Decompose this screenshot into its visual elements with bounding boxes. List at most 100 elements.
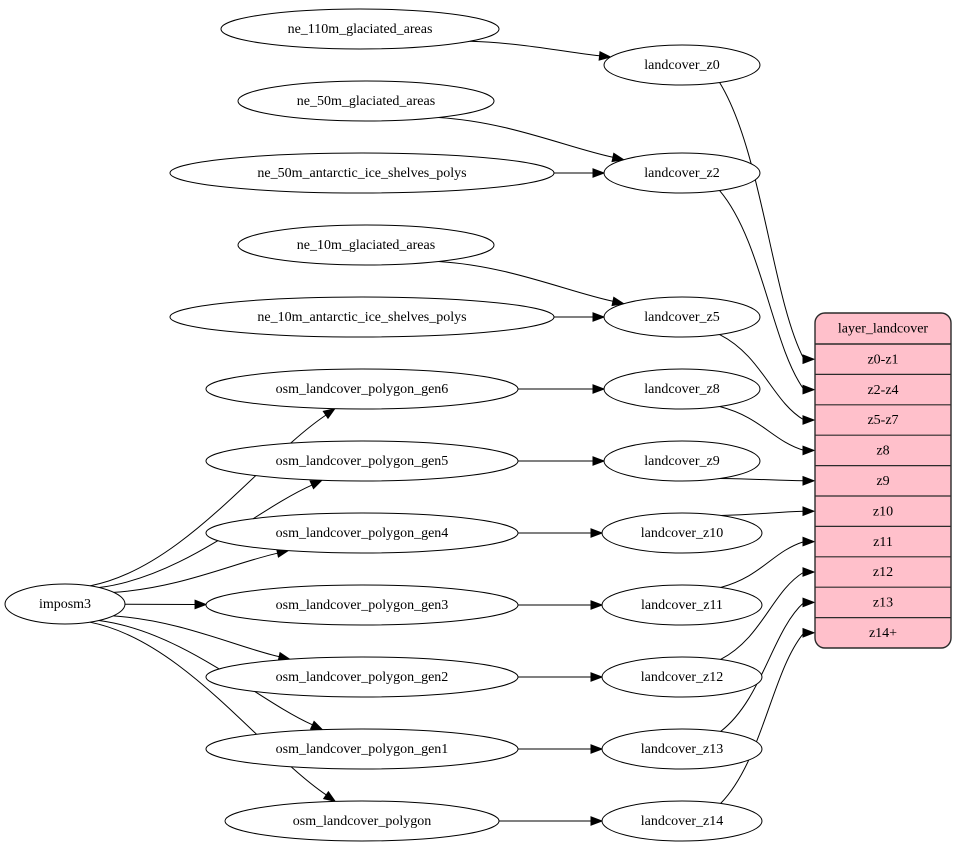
node-ne_10m_antarctic_ice_shelves_polys[interactable]: ne_10m_antarctic_ice_shelves_polys — [169, 296, 555, 338]
node-landcover_z10-label: landcover_z10 — [641, 526, 723, 541]
edge-osm_landcover_polygon_gen3-to-landcover_z11 — [518, 600, 604, 610]
node-landcover_z11[interactable]: landcover_z11 — [601, 584, 763, 626]
edge-line — [719, 334, 805, 421]
table-row-z14+[interactable]: z14+ — [815, 616, 951, 648]
node-ne_10m_antarctic_ice_shelves_polys-shape — [169, 296, 555, 338]
node-landcover_z11-shape — [601, 584, 763, 626]
node-osm_landcover_polygon_gen1-label: osm_landcover_polygon_gen1 — [276, 742, 449, 757]
table-row-z10[interactable]: z10 — [815, 495, 951, 526]
edge-arrowhead-icon — [802, 506, 816, 517]
node-landcover_z2-label: landcover_z2 — [644, 166, 719, 181]
edge-line — [99, 484, 313, 589]
edge-line — [89, 621, 327, 796]
node-landcover_z8[interactable]: landcover_z8 — [603, 368, 761, 410]
node-landcover_z12-label: landcover_z12 — [641, 670, 723, 685]
edge-arrowhead-icon — [194, 599, 208, 610]
node-landcover_z10-shape — [601, 512, 763, 554]
node-layer: imposm3 ne_110m_glaciated_areas ne_50m_gla… — [4, 8, 763, 842]
edge-arrowhead-icon — [590, 744, 604, 754]
edge-line — [720, 602, 805, 732]
edge-arrowhead-icon — [592, 456, 606, 466]
node-landcover_z12[interactable]: landcover_z12 — [601, 656, 763, 698]
edge-arrowhead-icon — [590, 816, 604, 826]
edge-imposm3-to-osm_landcover_polygon_gen6 — [90, 407, 336, 587]
node-landcover_z0[interactable]: landcover_z0 — [603, 44, 761, 86]
node-osm_landcover_polygon[interactable]: osm_landcover_polygon — [224, 800, 500, 842]
node-landcover_z2[interactable]: landcover_z2 — [603, 152, 761, 194]
node-ne_110m_glaciated_areas-label: ne_110m_glaciated_areas — [288, 22, 433, 37]
table-row-z2-z4[interactable]: z2-z4 — [815, 373, 951, 404]
table-row-label: z11 — [873, 535, 893, 550]
node-landcover_z0-shape — [603, 44, 761, 86]
edge-ne_10m_antarctic_ice_shelves_polys-to-landcover_z5 — [554, 312, 606, 322]
edge-landcover_z14-to-layer_landcover_row_9 — [720, 627, 816, 804]
edge-landcover_z8-to-layer_landcover_row_3 — [719, 406, 816, 456]
node-osm_landcover_polygon_gen1[interactable]: osm_landcover_polygon_gen1 — [205, 728, 519, 770]
node-landcover_z5[interactable]: landcover_z5 — [603, 296, 761, 338]
table-row-z9[interactable]: z9 — [815, 465, 951, 496]
node-landcover_z14[interactable]: landcover_z14 — [601, 800, 763, 842]
node-landcover_z13[interactable]: landcover_z13 — [601, 728, 763, 770]
table-row-label: z14+ — [869, 626, 897, 641]
edge-arrowhead-icon — [592, 312, 606, 322]
edge-line — [720, 510, 805, 516]
table-row-label: z2-z4 — [867, 383, 898, 398]
edge-line — [720, 632, 805, 804]
edge-arrowhead-icon — [611, 296, 626, 307]
edge-line — [113, 615, 280, 658]
edge-ne_50m_antarctic_ice_shelves_polys-to-landcover_z2 — [554, 168, 606, 178]
edge-arrowhead-icon — [802, 627, 816, 638]
node-imposm3[interactable]: imposm3 — [4, 583, 126, 625]
node-ne_50m_antarctic_ice_shelves_polys-shape — [169, 152, 555, 194]
node-landcover_z9[interactable]: landcover_z9 — [603, 440, 761, 482]
node-ne_50m_glaciated_areas-shape — [237, 80, 495, 122]
table-row-z11[interactable]: z11 — [815, 525, 951, 556]
edge-arrowhead-icon — [309, 479, 324, 490]
table-row-z0-z1[interactable]: z0-z1 — [815, 344, 951, 374]
node-ne_50m_glaciated_areas[interactable]: ne_50m_glaciated_areas — [237, 80, 495, 122]
edge-arrowhead-icon — [322, 407, 336, 420]
node-landcover_z5-label: landcover_z5 — [644, 310, 719, 325]
edge-line — [90, 414, 327, 587]
node-landcover_z9-shape — [603, 440, 761, 482]
node-ne_10m_glaciated_areas[interactable]: ne_10m_glaciated_areas — [237, 224, 495, 266]
node-osm_landcover_polygon_gen2[interactable]: osm_landcover_polygon_gen2 — [205, 656, 519, 698]
edge-imposm3-to-osm_landcover_polygon_gen2 — [113, 615, 292, 662]
edge-arrowhead-icon — [802, 536, 816, 547]
table-row-z8[interactable]: z8 — [815, 434, 951, 465]
edge-imposm3-to-osm_landcover_polygon — [89, 621, 337, 803]
edge-arrowhead-icon — [590, 672, 604, 682]
node-osm_landcover_polygon_gen4-label: osm_landcover_polygon_gen4 — [276, 526, 449, 541]
node-ne_10m_glaciated_areas-label: ne_10m_glaciated_areas — [297, 238, 435, 253]
layer-landcover-table-background — [814, 312, 952, 649]
node-osm_landcover_polygon_gen5-shape — [205, 440, 519, 482]
node-osm_landcover_polygon-shape — [224, 800, 500, 842]
table-row-label: z10 — [873, 504, 893, 519]
table-row-z13[interactable]: z13 — [815, 586, 951, 617]
node-osm_landcover_polygon_gen6[interactable]: osm_landcover_polygon_gen6 — [205, 368, 519, 410]
node-imposm3-shape — [4, 583, 126, 625]
table-row-label: z5-z7 — [867, 413, 898, 428]
edge-arrowhead-icon — [611, 152, 626, 163]
node-osm_landcover_polygon_gen5[interactable]: osm_landcover_polygon_gen5 — [205, 440, 519, 482]
node-landcover_z2-shape — [603, 152, 761, 194]
edge-ne_50m_glaciated_areas-to-landcover_z2 — [438, 116, 626, 163]
edge-arrowhead-icon — [802, 445, 816, 456]
node-landcover_z5-shape — [603, 296, 761, 338]
node-landcover_z10[interactable]: landcover_z10 — [601, 512, 763, 554]
node-ne_110m_glaciated_areas[interactable]: ne_110m_glaciated_areas — [220, 8, 500, 50]
node-osm_landcover_polygon_gen4[interactable]: osm_landcover_polygon_gen4 — [205, 512, 519, 554]
edge-line — [719, 478, 805, 482]
edge-landcover_z2-to-layer_landcover_row_1 — [719, 190, 816, 395]
node-landcover_z9-label: landcover_z9 — [644, 454, 719, 469]
table-row-z5-z7[interactable]: z5-z7 — [815, 404, 951, 435]
node-ne_10m_antarctic_ice_shelves_polys-label: ne_10m_antarctic_ice_shelves_polys — [257, 310, 466, 325]
node-landcover_z13-shape — [601, 728, 763, 770]
node-osm_landcover_polygon_gen3[interactable]: osm_landcover_polygon_gen3 — [205, 584, 519, 626]
node-ne_10m_glaciated_areas-shape — [237, 224, 495, 266]
table-row-z12[interactable]: z12 — [815, 556, 951, 587]
node-osm_landcover_polygon_gen3-label: osm_landcover_polygon_gen3 — [276, 598, 449, 613]
node-ne_50m_antarctic_ice_shelves_polys[interactable]: ne_50m_antarctic_ice_shelves_polys — [169, 152, 555, 194]
node-landcover_z13-label: landcover_z13 — [641, 742, 723, 757]
edge-osm_landcover_polygon_gen6-to-landcover_z8 — [518, 384, 606, 394]
